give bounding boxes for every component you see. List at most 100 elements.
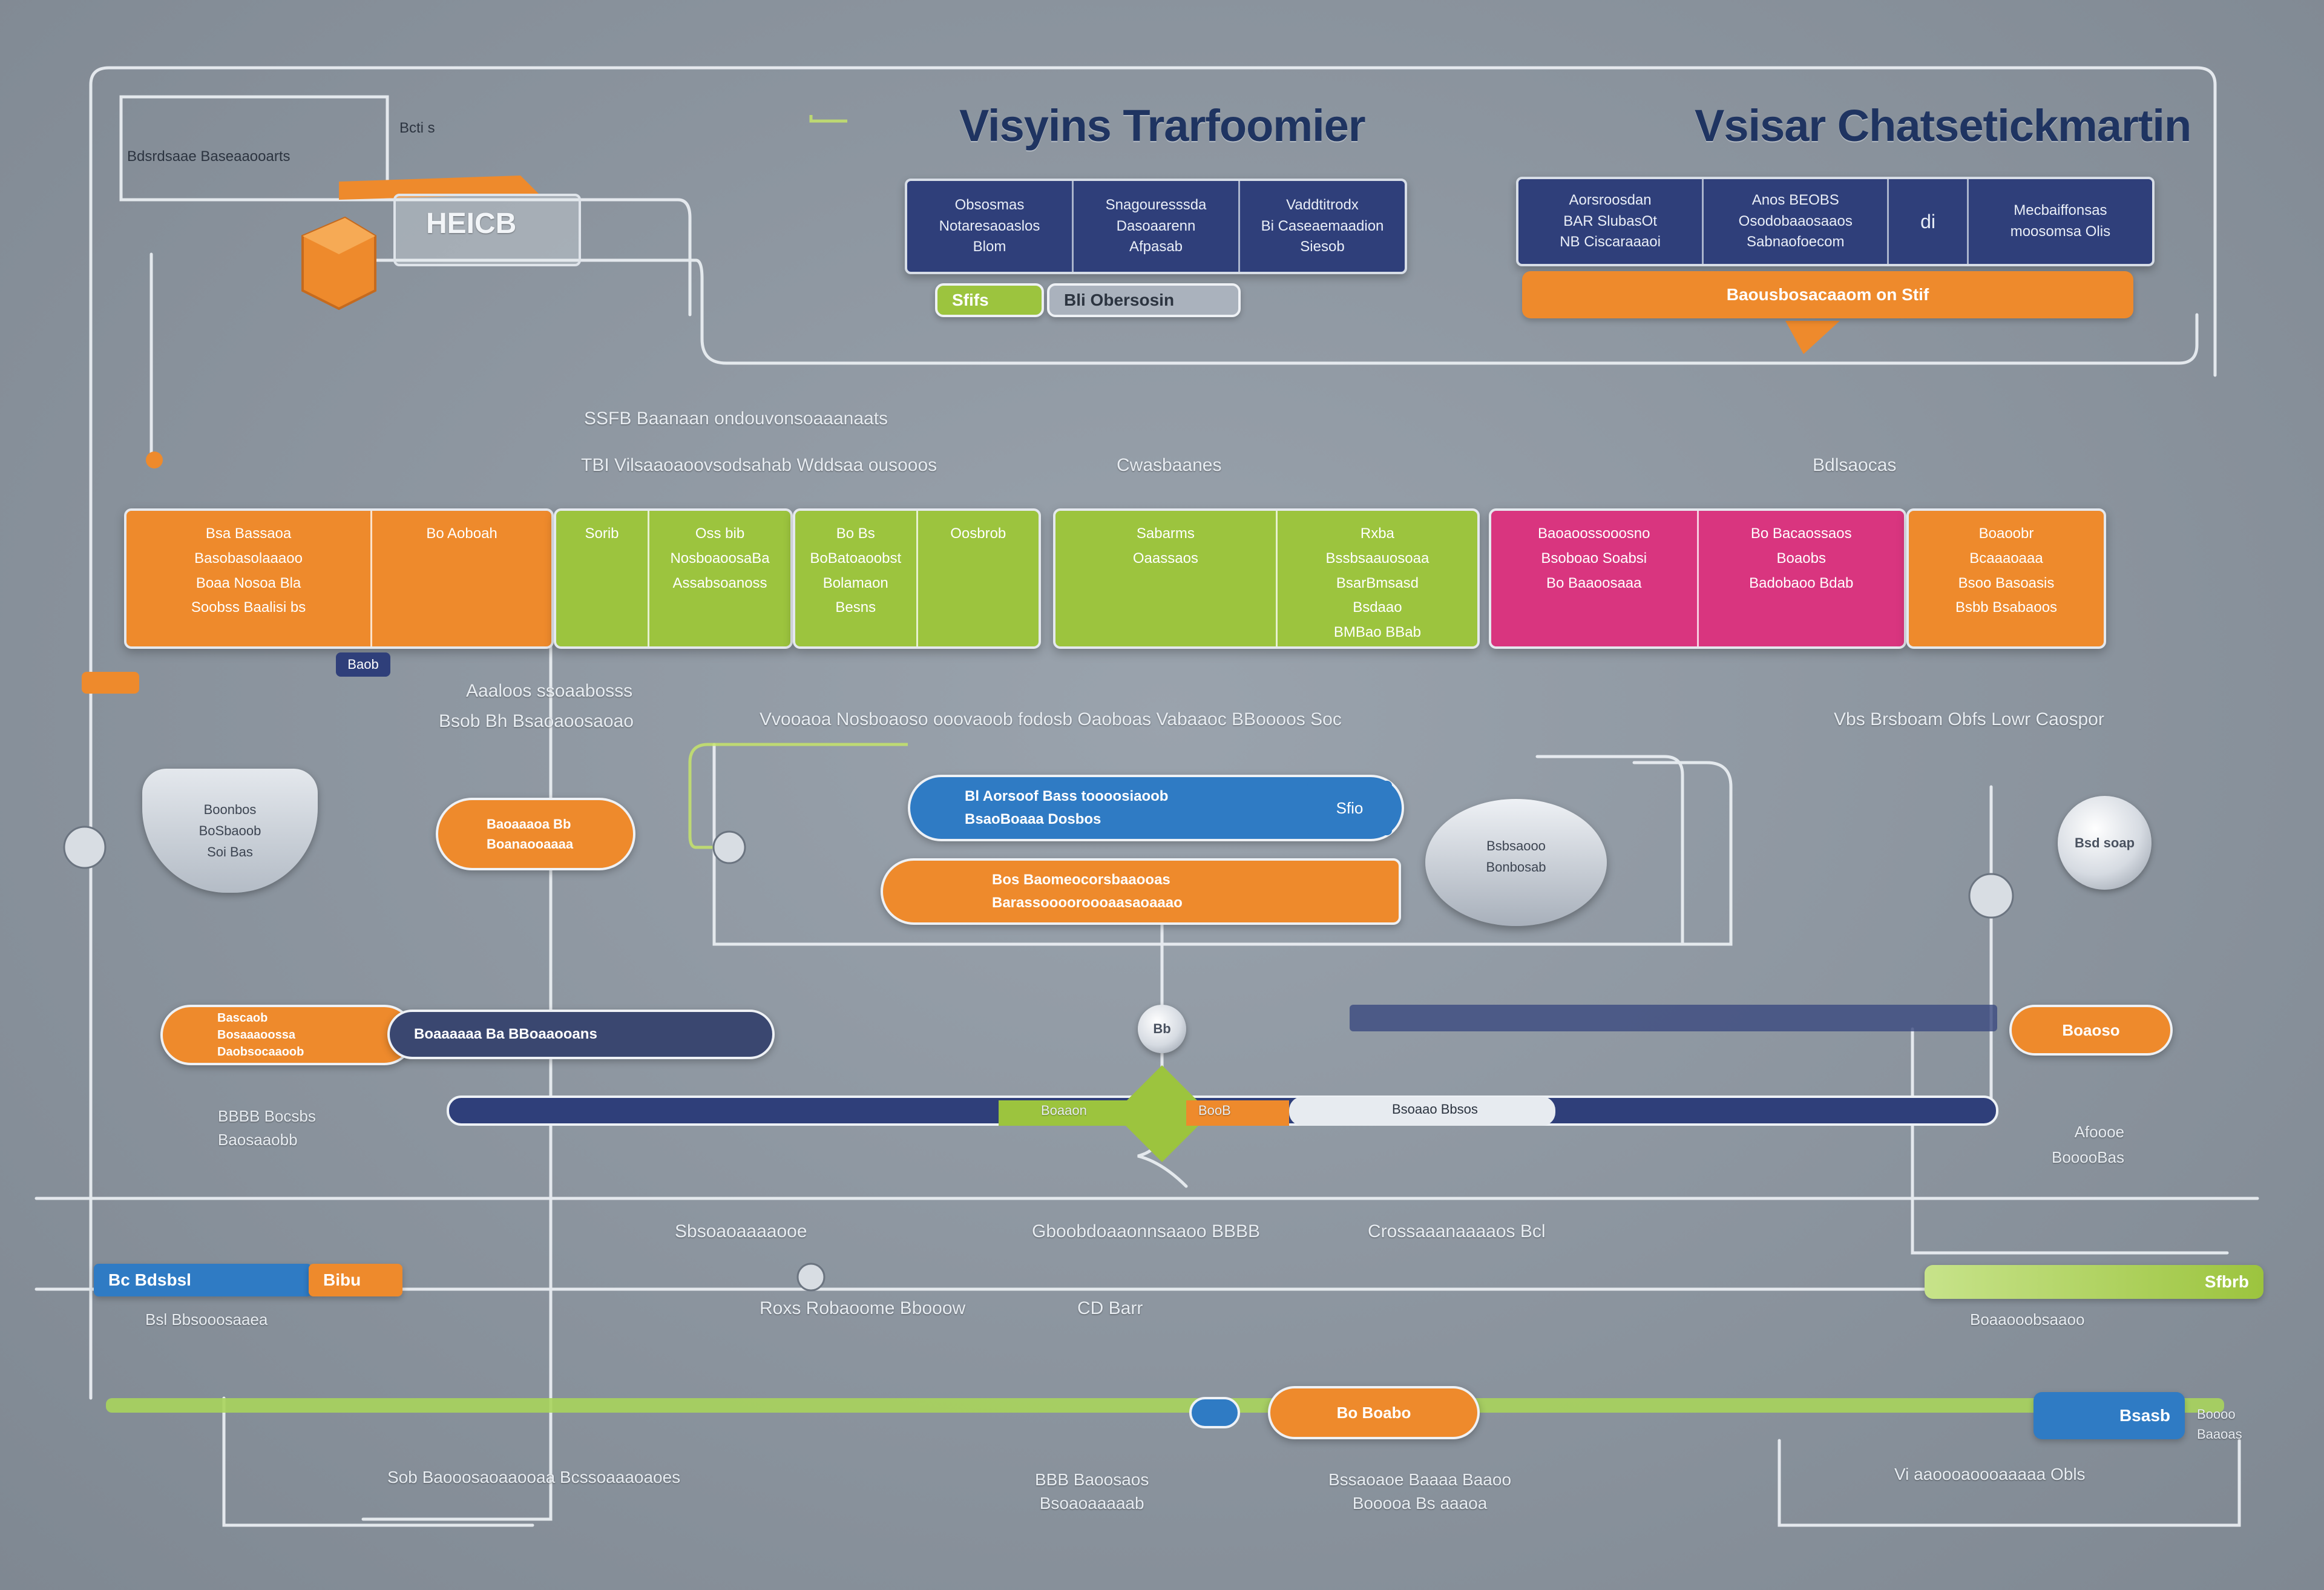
left-table-cell: Obsosmas Notaresaoaslos Blom <box>907 181 1074 272</box>
bottom-label-2: BBB Baoosaos Bsoaoaaaaab <box>1035 1470 1149 1513</box>
left-header-table: Obsosmas Notaresaoaslos Blom Snagouresss… <box>905 179 1407 274</box>
orange-left-pill-label: Bascaob Bosaaaoossa Daobsocaaoob <box>217 1011 304 1059</box>
flow-line-right <box>1535 755 1684 946</box>
band-cell: Bo Bacaossaos Boaobs Badobaoo Bdab <box>1749 525 1854 591</box>
upper-navy-track <box>1350 1005 1997 1031</box>
orange-right-pill: Boaoso <box>2009 1005 2173 1056</box>
left-blue-tab: Bc Bdsbsl <box>94 1264 312 1296</box>
row4-left-label: BBBB Bocsbs Baosaaobb <box>218 1107 316 1149</box>
mid-label-1: SSFB Baanaan ondouvonsoaaanaats <box>584 409 888 429</box>
row2-label-1: Aaaloos ssoaabosss <box>466 681 633 701</box>
bottom-label-3: Bssaoaoe Baaaa Baaoo Booooa Bs aaaoa <box>1328 1470 1512 1513</box>
bottom-orange-pill: Bo Boabo <box>1268 1386 1480 1439</box>
bottom-blue-label: Boooo Baaoas <box>2197 1407 2242 1442</box>
right-table-cell: di <box>1889 179 1969 264</box>
color-band-green-3: Sabarms Oaassaos Rxba Bssbsaauosoaa Bsar… <box>1053 508 1480 649</box>
bottom-green-track <box>106 1398 2224 1413</box>
green-connector-2 <box>809 115 847 123</box>
band-cell: Bo Aoboah <box>426 525 497 542</box>
blue-process-pill-label: Bl Aorsoof Bass toooosiaoob BsaoBoaaa Do… <box>965 787 1169 827</box>
band-cell: Oss bib NosboaoosaBa Assabsoanoss <box>670 525 770 591</box>
row5-right-label: Crossaaanaaaaos Bcl <box>1368 1221 1546 1241</box>
title-right: Vsisar Chatsetickmartin <box>1695 100 2191 151</box>
band-cell: Baoaoossooosno Bsoboao Soabsi Bo Baaoosa… <box>1491 511 1699 646</box>
band-cell: Sabarms Oaassaos <box>1055 511 1278 646</box>
junction-dot-4 <box>796 1263 826 1292</box>
outer-frame-line <box>89 66 2217 1400</box>
gray-oval-node: Bsbsaooo Bonbosab <box>1425 799 1607 926</box>
right-header-table: Aorsroosdan BAR SlubasOt NB Ciscaraaaoi … <box>1516 177 2155 266</box>
left-table-cell: Snagouresssda Dasoaarenn Afpasab <box>1074 181 1240 272</box>
right-table-cell: Mecbaiffonsas moosomsa Olis <box>2010 202 2111 240</box>
row4-right-label: Afoooe BooooBas <box>2052 1123 2124 1166</box>
left-status-gray: Bli Obersosin <box>1047 283 1241 317</box>
row5-mid-label: Gboobdoaaonnsaaoo BBBB <box>1032 1221 1260 1241</box>
shield-node-label: Boonbos BoSbaoob Soi Bas <box>199 802 261 860</box>
right-table-cell: Aorsroosdan BAR SlubasOt NB Ciscaraaaoi <box>1518 179 1704 264</box>
right-table-cell: Anos BEOBS Osodobaaosaaos Sabnaofoecom <box>1704 179 1889 264</box>
flow-line-right-drop <box>1935 785 1993 1115</box>
bottom-blue-dot <box>1189 1397 1240 1428</box>
mid-label-4: Bdlsaocas <box>1813 455 1897 475</box>
flow-line-top <box>337 198 692 317</box>
green-connector <box>688 743 908 849</box>
bottom-blue-right-tab: Bsasb <box>2034 1392 2185 1439</box>
green-diamond <box>1114 1065 1210 1162</box>
orange-status-pill-label: Baoaaaoa Bb Boanaooaaaa <box>487 816 574 852</box>
left-table-cell: Vaddtitrodx Bi Caseaemaadion Siesob <box>1261 196 1384 255</box>
orange-process-bar-label: Bos Baomeocorsbaaooas Barassooooroooaasa… <box>992 871 1183 911</box>
row4-center-orange-label: BooB <box>1198 1103 1231 1118</box>
row4-center-white-label: Bsoaao Bbsos <box>1392 1102 1478 1117</box>
junction-dot-1 <box>712 830 746 864</box>
inner-frame-line <box>119 95 389 202</box>
row5-low-mid-label: CD Barr <box>1077 1298 1143 1318</box>
left-status-green: Sfifs <box>935 283 1044 317</box>
color-band-green-2: Bo Bs BoBatoaoobst Bolamaon Besns Oosbro… <box>793 508 1041 649</box>
band-cell: Bsa Bassaoa Basobasolaaaoo Boaa Nosoa Bl… <box>126 511 373 646</box>
flow-line-tree <box>337 258 2199 365</box>
row5-left-label: Sbsoaoaaaaooe <box>675 1221 807 1241</box>
bottom-label-1: Sob Baooosaoaaooaa Bcssoaaaoaoes <box>387 1468 681 1487</box>
small-orange-tag <box>82 672 139 694</box>
title-left: Visyins Trarfoomier <box>959 100 1366 151</box>
center-junction-node: Bb <box>1138 1005 1186 1053</box>
band-cell: Bo Bs BoBatoaoobst Bolamaon Besns <box>795 511 918 646</box>
white-segment <box>1289 1097 1555 1126</box>
flow-line-loop <box>712 743 1733 946</box>
band-cell: Sorib <box>556 511 649 646</box>
row6-left-label: Bsl Bbsooosaaea <box>145 1310 268 1329</box>
junction-dot-5 <box>146 452 163 468</box>
row2-center-text: Vvooaoa Nosboaoso ooovaoob fodosb Oaoboa… <box>760 709 1342 729</box>
row2-label-2: Bsob Bh Bsaoaoosaoao <box>439 711 634 731</box>
flow-line-bottom-left-box <box>222 1396 534 1527</box>
band-cell: Rxba Bssbsaauosoaa BsarBmsasd Bsdaao BMB… <box>1325 525 1430 641</box>
orange-pointer <box>1785 321 1840 354</box>
orange-segment <box>1186 1100 1289 1126</box>
bottom-label-4: Vi aaoooaoooaaaaa Obls <box>1894 1465 2086 1483</box>
right-orange-bar: Baousbosacaaom on Stif <box>1522 271 2133 318</box>
dark-left-pill: Boaaaaaa Ba BBoaaooans <box>387 1010 775 1059</box>
orange-cube-top <box>303 218 375 254</box>
disc-node: Bsd soap <box>2058 796 2152 890</box>
color-band-orange-1: Bsa Bassaoa Basobasolaaaoo Boaa Nosoa Bl… <box>124 508 554 649</box>
flow-line-bottom-right-box <box>1777 1439 2241 1527</box>
mid-label-3: Cwasbaanes <box>1117 455 1222 475</box>
right-green-tab: Sfbrb <box>1925 1265 2263 1299</box>
orange-process-bar: Bos Baomeocorsbaaooas Barassooooroooaasa… <box>881 858 1401 925</box>
color-band-orange-2: Boaoobr Bcaaaoaaa Bsoo Basoasis Bsbb Bsa… <box>1906 508 2106 649</box>
gray-oval-node-label: Bsbsaooo Bonbosab <box>1486 838 1546 875</box>
blue-side-tag: Sfio <box>1307 781 1392 835</box>
row2-right-text: Vbs Brsboam Obfs Lowr Caospor <box>1834 709 2104 729</box>
band-cell: Oosbrob <box>950 525 1006 542</box>
heicb-card-label: HEICB <box>426 208 517 240</box>
band-cell: Boaoobr Bcaaaoaaa Bsoo Basoasis Bsbb Bsa… <box>1955 525 2058 616</box>
junction-dot-3 <box>1968 873 2014 919</box>
left-tag-label: Bdsrdsaae Baseaaooarts <box>127 148 290 165</box>
row5-low-left-label: Roxs Robaoome Bbooow <box>760 1298 966 1318</box>
left-small-label: Bcti s <box>399 120 435 136</box>
row6-right-label: Boaaooobsaaoo <box>1970 1310 2085 1329</box>
heicb-card: HEICB <box>393 194 581 266</box>
junction-dot-2 <box>63 826 107 869</box>
